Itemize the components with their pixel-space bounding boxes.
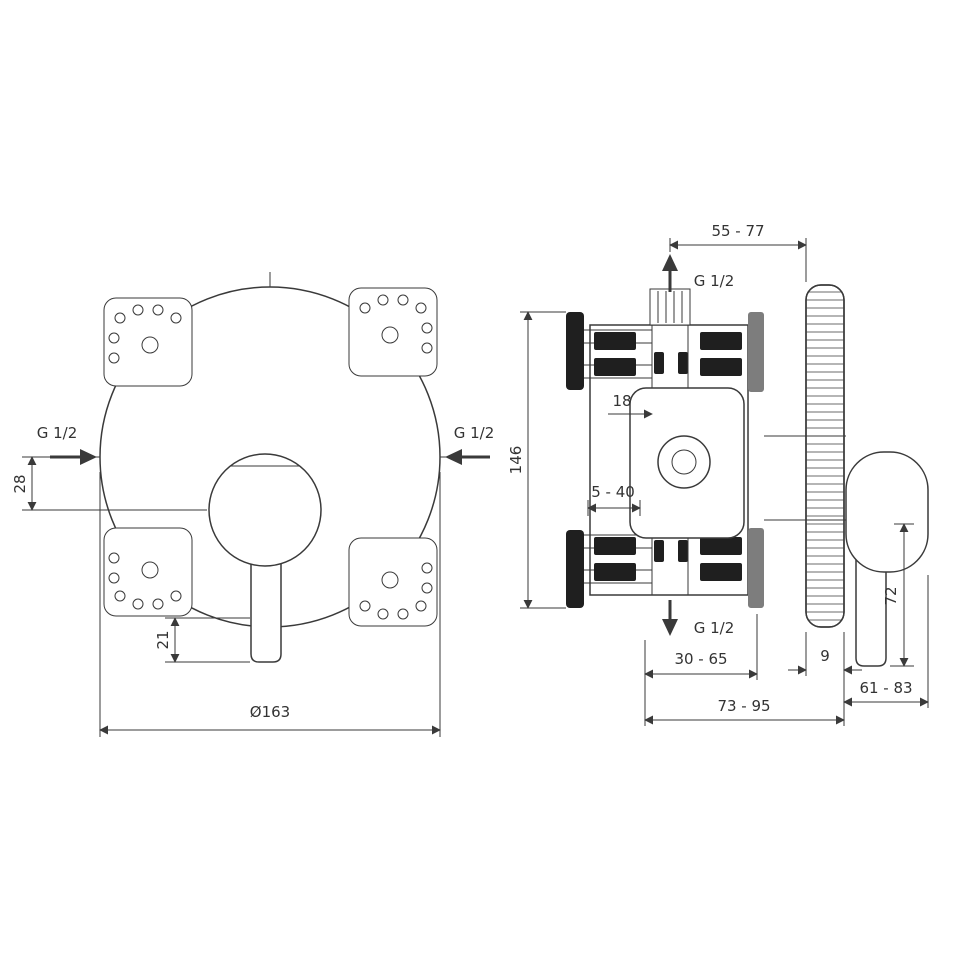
dim-73-95: 73 - 95 xyxy=(644,676,845,726)
dim-55-77: 55 - 77 xyxy=(669,222,807,282)
mounting-tab-top-left xyxy=(103,297,193,387)
dim-72: 72 xyxy=(882,523,914,667)
g-half-left-label: G 1/2 xyxy=(37,424,78,442)
dim-21: 21 xyxy=(154,617,250,663)
dim-5-40-label: 5 - 40 xyxy=(591,483,635,501)
dim-18-label: 18 xyxy=(612,392,631,410)
g-half-right-label: G 1/2 xyxy=(454,424,495,442)
dim-146-label: 146 xyxy=(507,446,525,475)
dim-28-label: 28 xyxy=(11,474,29,493)
front-view: G 1/2 G 1/2 28 21 Ø163 xyxy=(11,272,494,737)
dim-9-label: 9 xyxy=(820,647,830,665)
g-half-top-label: G 1/2 xyxy=(694,272,735,290)
inlet-arrow-right xyxy=(445,449,490,465)
cartridge-spindle-inner xyxy=(671,449,697,475)
dim-73-95-label: 73 - 95 xyxy=(717,697,770,715)
dim-30-65: 30 - 65 xyxy=(644,614,758,680)
dim-diameter-163: Ø163 xyxy=(99,472,441,737)
dim-28: 28 xyxy=(11,456,207,511)
handle-body-side xyxy=(845,451,929,573)
dim-5-40: 5 - 40 xyxy=(587,483,641,516)
section-hatching xyxy=(594,332,742,581)
inlet-flange-top xyxy=(566,312,584,390)
handle-lever-side xyxy=(855,555,887,667)
outlet-arrow-top xyxy=(662,254,678,292)
dim-61-83: 61 - 83 xyxy=(843,575,929,708)
dim-18: 18 xyxy=(608,392,653,419)
dim-146: 146 xyxy=(507,311,566,609)
mounting-tab-bottom-right xyxy=(348,537,438,627)
dim-diameter-label: Ø163 xyxy=(250,703,290,721)
wall-plate xyxy=(805,284,845,628)
cartridge-housing xyxy=(629,387,745,539)
g-half-bottom-label: G 1/2 xyxy=(694,619,735,637)
dim-72-label: 72 xyxy=(882,586,900,605)
valve-neck xyxy=(764,435,846,521)
dim-55-77-label: 55 - 77 xyxy=(711,222,764,240)
central-column xyxy=(651,325,689,595)
side-view: G 1/2 G 1/2 55 - 77 18 146 xyxy=(507,222,929,726)
top-outlet-nipple xyxy=(649,288,691,326)
inlet-flange-bottom xyxy=(566,530,584,608)
handle-knob xyxy=(208,453,322,567)
dim-21-label: 21 xyxy=(154,630,172,649)
cartridge-spindle-outer xyxy=(657,435,711,489)
dim-30-65-label: 30 - 65 xyxy=(674,650,727,668)
body-flange-top xyxy=(748,312,764,392)
mounting-tab-bottom-left xyxy=(103,527,193,617)
mounting-tab-top-right xyxy=(348,287,438,377)
dim-9: 9 xyxy=(788,632,862,676)
body-flange-bottom xyxy=(748,528,764,608)
outlet-arrow-bottom xyxy=(662,600,678,636)
dim-61-83-label: 61 - 83 xyxy=(859,679,912,697)
